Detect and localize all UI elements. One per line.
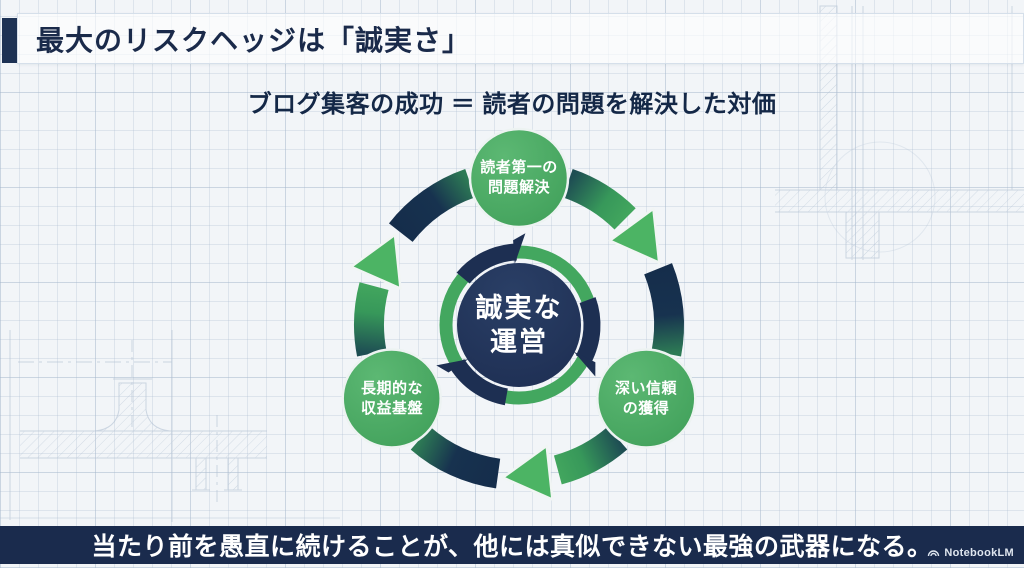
watermark-label: NotebookLM <box>944 547 1014 559</box>
title-panel: 最大のリスクヘッジは「誠実さ」 <box>17 13 1024 64</box>
notebooklm-logo-icon <box>928 550 940 557</box>
cycle-diagram <box>309 115 729 535</box>
title-accent-bar <box>2 18 17 63</box>
footer-bar: 当たり前を愚直に続けることが、他には真似できない最強の武器になる。 <box>0 526 1024 564</box>
notebooklm-watermark: NotebookLM <box>927 545 1014 561</box>
footer-message: 当たり前を愚直に続けることが、他には真似できない最強の武器になる。 <box>91 533 933 561</box>
page-title: 最大のリスクヘッジは「誠実さ」 <box>36 24 472 56</box>
subtitle: ブログ集客の成功 ＝ 読者の問題を解決した対価 <box>247 91 777 118</box>
cycle-diagram-graphic <box>309 127 697 535</box>
